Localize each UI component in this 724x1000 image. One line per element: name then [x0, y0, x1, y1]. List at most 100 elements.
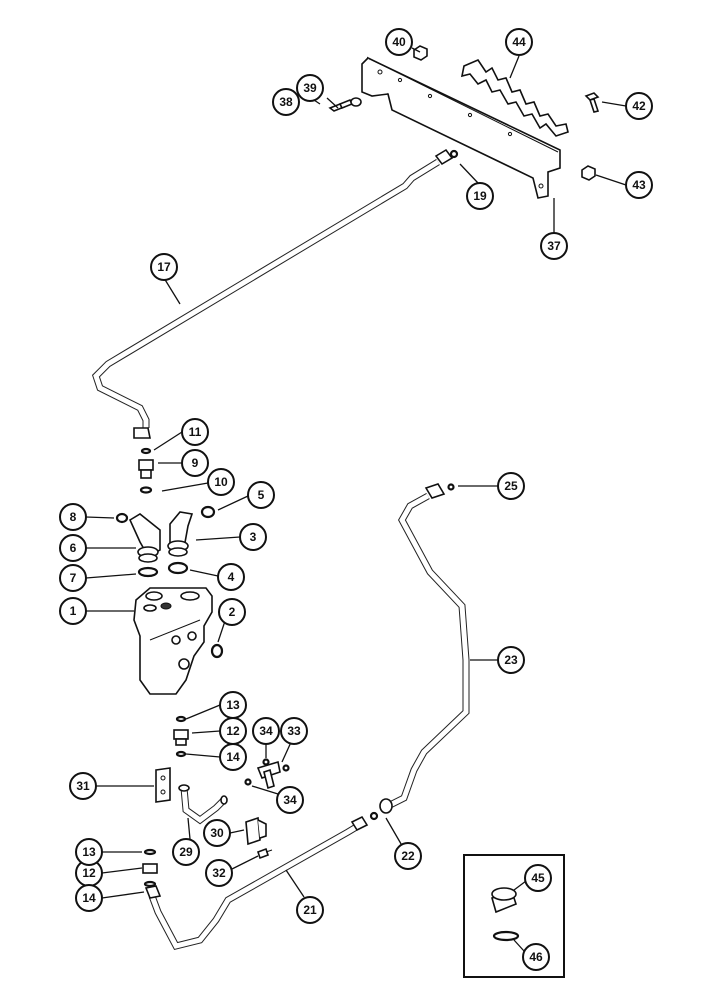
svg-text:8: 8 [70, 510, 77, 524]
svg-text:10: 10 [214, 475, 228, 489]
svg-text:44: 44 [512, 35, 526, 49]
callout-7: 7 [59, 564, 87, 592]
bracket-part [361, 56, 561, 199]
callout-23: 23 [497, 646, 525, 674]
fitting-12-middle [173, 715, 189, 758]
o-ring-7 [137, 566, 159, 578]
tube-29 [178, 784, 228, 825]
svg-text:34: 34 [259, 724, 273, 738]
callout-14-lower: 14 [75, 884, 103, 912]
o-ring-4 [167, 561, 189, 575]
svg-text:34: 34 [283, 793, 297, 807]
callout-29: 29 [172, 838, 200, 866]
o-ring-25 [447, 483, 455, 491]
svg-text:3: 3 [250, 530, 257, 544]
valve-body-1 [133, 587, 213, 695]
callout-30: 30 [203, 819, 231, 847]
svg-text:9: 9 [192, 456, 199, 470]
tee-fitting-33 [244, 758, 290, 790]
svg-text:40: 40 [392, 35, 406, 49]
svg-text:39: 39 [303, 81, 317, 95]
pipe-23 [379, 483, 470, 814]
svg-text:13: 13 [82, 845, 96, 859]
bolt-32 [256, 847, 273, 860]
callout-43: 43 [625, 171, 653, 199]
svg-text:33: 33 [287, 724, 301, 738]
callout-31: 31 [69, 772, 97, 800]
callout-12: 12 [219, 717, 247, 745]
callout-13: 13 [219, 691, 247, 719]
callout-37: 37 [540, 232, 568, 260]
fitting-12-lower [142, 848, 158, 888]
callout-34: 34 [252, 717, 280, 745]
svg-text:14: 14 [82, 891, 96, 905]
callout-22: 22 [394, 842, 422, 870]
svg-text:17: 17 [157, 260, 171, 274]
svg-text:19: 19 [473, 189, 487, 203]
svg-text:21: 21 [303, 903, 317, 917]
elbow-fitting-3 [167, 511, 194, 557]
callout-32: 32 [205, 859, 233, 887]
svg-text:14: 14 [226, 750, 240, 764]
svg-text:31: 31 [76, 779, 90, 793]
svg-text:37: 37 [547, 239, 561, 253]
callout-10: 10 [207, 468, 235, 496]
svg-text:38: 38 [279, 95, 293, 109]
svg-text:46: 46 [529, 950, 543, 964]
elbow-fitting-6 [128, 513, 161, 563]
clamp-strip-part [460, 59, 569, 137]
svg-text:1: 1 [70, 604, 77, 618]
callout-6: 6 [59, 534, 87, 562]
callout-4: 4 [217, 563, 245, 591]
o-ring-22 [369, 811, 379, 821]
svg-text:25: 25 [504, 479, 518, 493]
svg-text:5: 5 [258, 488, 265, 502]
o-ring-8 [115, 512, 129, 524]
callout-42: 42 [625, 92, 653, 120]
callout-17: 17 [150, 253, 178, 281]
callout-34-lower: 34 [276, 786, 304, 814]
svg-text:13: 13 [226, 698, 240, 712]
svg-text:7: 7 [70, 571, 77, 585]
svg-text:23: 23 [504, 653, 518, 667]
fitting-9 [138, 447, 154, 494]
callout-9: 9 [181, 449, 209, 477]
svg-text:12: 12 [82, 866, 96, 880]
callout-3: 3 [239, 523, 267, 551]
pipe-21 [144, 815, 369, 951]
callout-38: 38 [272, 88, 300, 116]
callout-39: 39 [296, 74, 324, 102]
svg-text:4: 4 [228, 570, 235, 584]
callout-11: 11 [181, 418, 209, 446]
o-ring-19 [449, 149, 459, 159]
bracket-31 [155, 767, 171, 803]
callout-5: 5 [247, 481, 275, 509]
callout-8: 8 [59, 503, 87, 531]
callout-2: 2 [218, 598, 246, 626]
svg-text:29: 29 [179, 845, 193, 859]
svg-text:22: 22 [401, 849, 415, 863]
callout-13-lower: 13 [75, 838, 103, 866]
callout-45: 45 [524, 864, 552, 892]
callout-12-lower: 12 [75, 859, 103, 887]
inset-box [463, 854, 565, 978]
pipe-17 [91, 148, 454, 439]
svg-text:11: 11 [189, 425, 202, 439]
o-ring-5 [200, 505, 216, 519]
nut-part [413, 45, 428, 61]
svg-text:45: 45 [531, 871, 545, 885]
svg-text:6: 6 [70, 541, 77, 555]
callout-19: 19 [466, 182, 494, 210]
nut-part-right [581, 165, 596, 181]
clip-30 [245, 816, 267, 846]
svg-text:42: 42 [632, 99, 646, 113]
svg-text:32: 32 [212, 866, 226, 880]
callout-46: 46 [522, 943, 550, 971]
callout-1: 1 [59, 597, 87, 625]
svg-text:30: 30 [210, 826, 224, 840]
callout-25: 25 [497, 472, 525, 500]
callout-21: 21 [296, 896, 324, 924]
callout-14: 14 [219, 743, 247, 771]
callout-33: 33 [280, 717, 308, 745]
